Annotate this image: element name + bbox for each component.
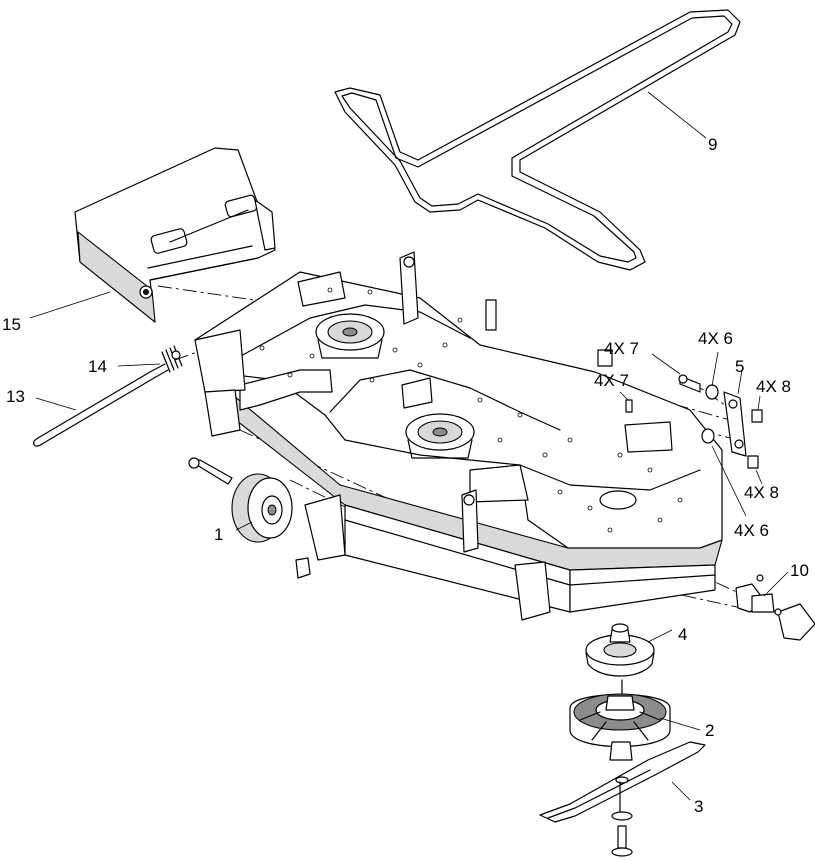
spindle-housing (569, 679, 671, 761)
callout-1: 1 (214, 525, 223, 544)
drive-belt (334, 9, 741, 271)
leader-lines (29, 91, 789, 801)
mower-deck (194, 251, 723, 621)
right-bracket-hardware (625, 374, 763, 469)
callout-4x6-lower: 4X 6 (734, 521, 769, 540)
callout-4: 4 (678, 625, 687, 644)
callout-labels: 9 15 14 13 1 4 2 3 10 4X 7 4X 7 4X 6 5 4… (2, 135, 809, 816)
callout-13: 13 (6, 387, 25, 406)
callout-4x8-upper: 4X 8 (756, 377, 791, 396)
spring-rod (33, 345, 183, 447)
callout-4x7-lower: 4X 7 (594, 371, 629, 390)
callout-4x6-upper: 4X 6 (698, 329, 733, 348)
callout-4x8-lower: 4X 8 (744, 483, 779, 502)
callout-9: 9 (708, 135, 717, 154)
mower-blade (539, 741, 706, 857)
anti-scalp-connector (735, 574, 815, 641)
callout-3: 3 (694, 797, 703, 816)
callout-5: 5 (735, 357, 744, 376)
callout-14: 14 (88, 357, 107, 376)
callout-4x7-upper: 4X 7 (604, 339, 639, 358)
callout-10: 10 (790, 561, 809, 580)
callout-15: 15 (2, 315, 21, 334)
discharge-deflector (74, 147, 276, 323)
callout-2: 2 (705, 721, 714, 740)
gauge-wheel (188, 457, 311, 579)
spindle-pulley (585, 623, 655, 677)
